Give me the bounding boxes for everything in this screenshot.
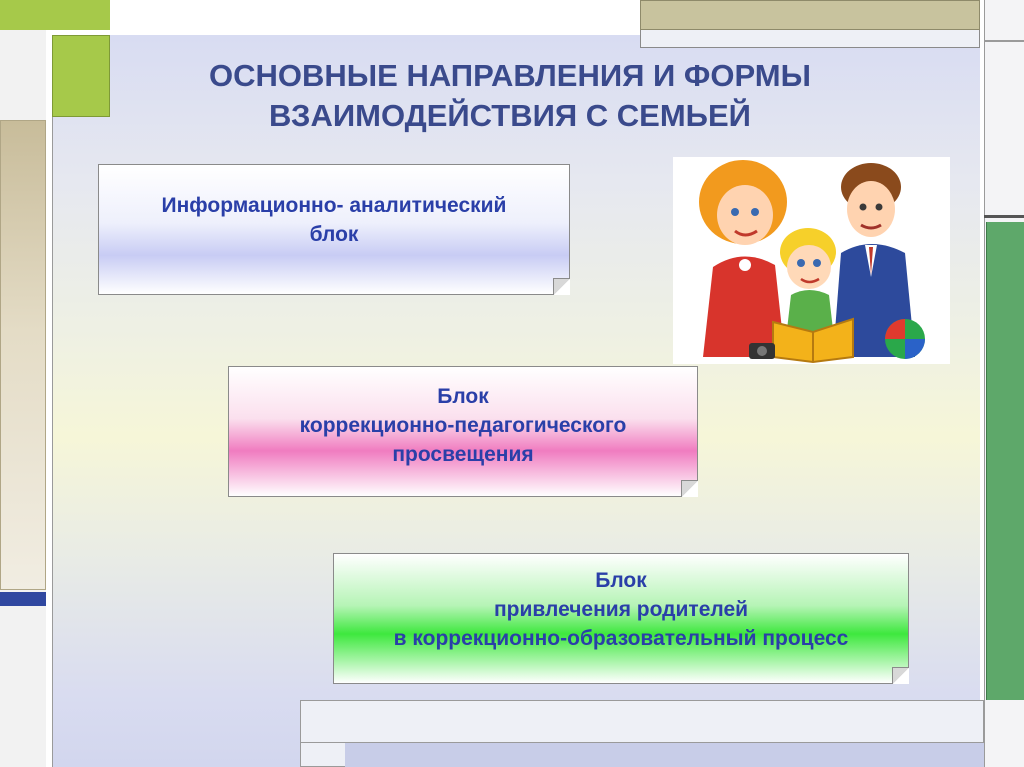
block-3-line-3: в коррекционно-образовательный процесс (393, 627, 849, 650)
block-2-line-1: Блок (437, 385, 489, 408)
block-2-line-3: просвещения (392, 443, 534, 466)
blue-bar (0, 592, 46, 606)
slide-title: ОСНОВНЫЕ НАПРАВЛЕНИЯ И ФОРМЫ ВЗАИМОДЕЙСТ… (150, 56, 870, 136)
tan-left-block (0, 120, 46, 590)
block-1-line-1: Информационно- аналитический (161, 194, 507, 217)
parent-involvement-block: Блок привлечения родителей в коррекционн… (333, 553, 909, 684)
block-1-line-2: блок (309, 223, 359, 246)
block-3-line-2: привлечения родителей (493, 598, 749, 621)
top-outline-block (640, 30, 980, 48)
title-line-1: ОСНОВНЫЕ НАПРАВЛЕНИЯ И ФОРМЫ (209, 58, 811, 93)
title-line-2: ВЗАИМОДЕЙСТВИЯ С СЕМЬЕЙ (269, 98, 751, 133)
green-right-block (986, 222, 1024, 700)
block-2-line-2: коррекционно-педагогического (299, 414, 627, 437)
bottom-lavender-block (345, 743, 984, 767)
green-top-left-block (0, 0, 110, 30)
info-analytic-block: Информационно- аналитический блок (98, 164, 570, 295)
family-reading-illustration (673, 157, 950, 364)
folded-corner-icon (553, 278, 570, 295)
bottom-divider (300, 742, 984, 743)
right-divider-dark (984, 215, 1024, 218)
folded-corner-icon (892, 667, 909, 684)
block-3-line-1: Блок (595, 569, 647, 592)
right-divider (984, 40, 1024, 42)
folded-corner-icon (681, 480, 698, 497)
correction-education-block: Блок коррекционно-педагогического просве… (228, 366, 698, 497)
green-square-block (52, 35, 110, 117)
tan-top-block (640, 0, 980, 30)
